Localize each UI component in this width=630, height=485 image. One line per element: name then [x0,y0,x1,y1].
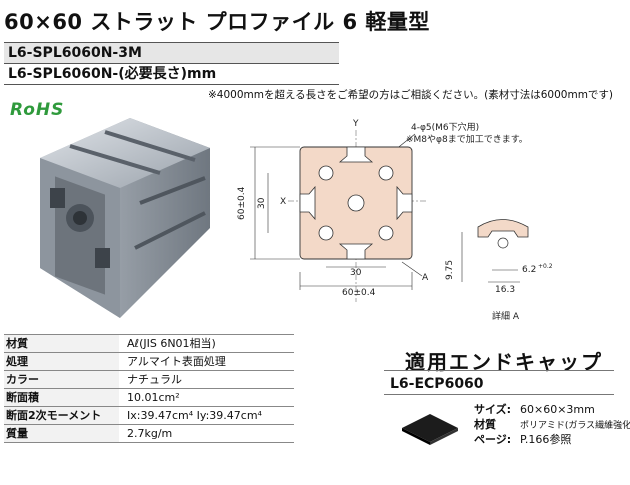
spec-value: 2.7kg/m [127,427,173,440]
endcap-page-value: P.166参照 [520,433,572,446]
spec-row: 質量 2.7kg/m [4,425,294,443]
detail-dim-2: 16.3 [495,285,515,295]
rohs-logo: RoHS [10,100,65,120]
page-title: 60×60 ストラット プロファイル 6 軽量型 [4,10,430,34]
axis-y-label: Y [352,119,359,129]
spec-label: 処理 [4,353,119,370]
spec-value: Aℓ(JIS 6N01相当) [127,337,216,350]
detail-dim-3-tol: +0.2 [538,263,553,270]
hole-note-2: ※M8やφ8まで加工できます。 [406,134,528,145]
spec-value: ナチュラル [127,373,182,386]
endcap-material-value: ポリアミド(ガラス繊維強化) [520,420,630,431]
marker-a: A [422,273,429,283]
detail-label: 詳細 A [492,310,520,322]
dim-height-inner: 30 [257,197,267,209]
spec-label: 材質 [4,335,119,352]
endcap-specs: サイズ: 60×60×3mm 材質 ポリアミド(ガラス繊維強化) ページ: P.166… [474,403,630,448]
part-number-row: L6-SPL6060N-3M [4,42,339,63]
divider [384,394,614,395]
part-number-table: L6-SPL6060N-3M L6-SPL6060N-(必要長さ)mm [4,42,339,85]
spec-value: Ix:39.47cm⁴ Iy:39.47cm⁴ [127,409,262,422]
endcap-material-label: 材質 [474,417,496,431]
axis-x-label: X [280,197,286,207]
detail-dim-1: 9.75 [445,260,455,280]
spec-label: 質量 [4,425,119,442]
spec-label: カラー [4,371,119,388]
endcap-part-number: L6-ECP6060 [390,376,484,392]
spec-row: カラー ナチュラル [4,371,294,389]
dim-width: 60±0.4 [342,288,376,298]
endcap-page-label: ページ: [474,433,512,446]
spec-row: 断面積 10.01cm² [4,389,294,407]
dim-height: 60±0.4 [237,186,247,220]
length-note: ※4000mmを超える長さをご希望の方はご相談ください。(素材寸法は6000mm… [208,89,614,101]
endcap-size-value: 60×60×3mm [520,403,595,416]
spec-label: 断面2次モーメント [4,407,119,424]
endcap-size-label: サイズ: [474,403,512,416]
detail-dim-3: 6.2 [522,265,536,275]
spec-row: 材質 Aℓ(JIS 6N01相当) [4,334,294,353]
part-number-row: L6-SPL6060N-(必要長さ)mm [4,63,339,85]
spec-table: 材質 Aℓ(JIS 6N01相当) 処理 アルマイト表面処理 カラー ナチュラル… [4,334,294,443]
hole-note: 4-φ5(M6下穴用) [411,121,479,133]
dim-width-inner: 30 [350,268,362,278]
product-image [40,118,210,318]
spec-value: アルマイト表面処理 [127,355,226,368]
endcap-image [402,414,458,445]
spec-label: 断面積 [4,389,119,406]
spec-value: 10.01cm² [127,391,180,404]
cross-section-drawing: 4-φ5(M6下穴用) ※M8やφ8まで加工できます。 Y X 60±0.4 3… [237,119,553,322]
spec-row: 処理 アルマイト表面処理 [4,353,294,371]
spec-row: 断面2次モーメント Ix:39.47cm⁴ Iy:39.47cm⁴ [4,407,294,425]
divider [384,370,614,371]
